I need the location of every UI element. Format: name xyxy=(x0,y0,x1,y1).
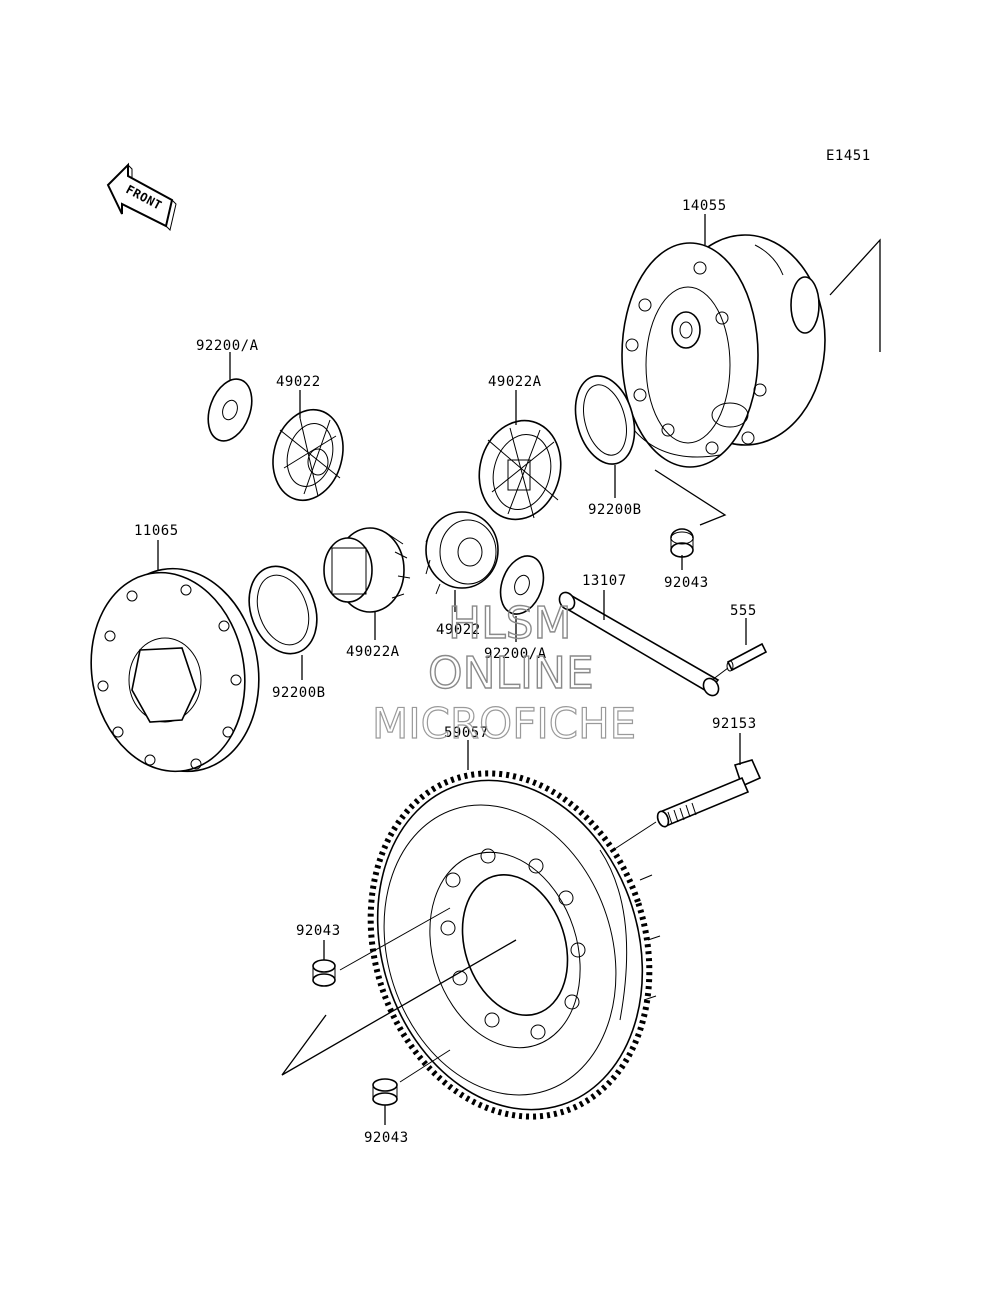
watermark-line-1: HLSM xyxy=(448,598,572,649)
front-arrow-icon: FRONT xyxy=(106,162,177,231)
watermark-line-3: MICROFICHE xyxy=(372,699,636,748)
bevel-gear-49022-top xyxy=(272,408,344,502)
dowel-pin-92043-bottom xyxy=(372,1078,398,1106)
label-92043-left: 92043 xyxy=(296,923,341,939)
label-92043-bottom: 92043 xyxy=(364,1130,409,1146)
watermark-line-2: ONLINE xyxy=(428,648,594,699)
dowel-pin-92043-left xyxy=(312,959,336,987)
label-49022-top: 49022 xyxy=(276,374,321,390)
bevel-gear-49022a-mid xyxy=(323,527,411,613)
label-92153: 92153 xyxy=(712,716,757,732)
label-49022-mid: 49022 xyxy=(436,622,481,638)
washer-92200b-right xyxy=(574,375,636,465)
bolt-92153 xyxy=(656,759,762,828)
label-92200a-top: 92200/A xyxy=(196,338,259,354)
label-49022a-mid: 49022A xyxy=(346,644,400,660)
washer-92200b-left xyxy=(248,565,318,655)
diagram-code: E1451 xyxy=(826,148,871,164)
bevel-gear-49022-mid xyxy=(425,511,499,595)
ring-gear-59057 xyxy=(367,770,661,1120)
washer-92200a-mid xyxy=(499,555,545,615)
label-59057: 59057 xyxy=(444,725,489,741)
label-92043-top: 92043 xyxy=(664,575,709,591)
bevel-gear-49022a-top xyxy=(478,419,562,521)
shaft-13107 xyxy=(558,591,720,697)
dowel-pin-92043-top xyxy=(670,528,694,558)
differential-case-14055 xyxy=(621,234,881,468)
label-13107: 13107 xyxy=(582,573,627,589)
label-14055: 14055 xyxy=(682,198,727,214)
label-92200b-top: 92200B xyxy=(588,502,642,518)
spring-pin-555 xyxy=(726,642,768,672)
cover-11065 xyxy=(90,567,260,773)
watermark: HLSM ONLINE MICROFICHE xyxy=(371,597,636,748)
label-11065: 11065 xyxy=(134,523,179,539)
label-92200a-mid: 92200/A xyxy=(484,646,547,662)
label-49022a-top: 49022A xyxy=(488,374,542,390)
label-555: 555 xyxy=(730,603,757,619)
washer-92200a-top xyxy=(207,378,253,442)
label-92200b-left: 92200B xyxy=(272,685,326,701)
